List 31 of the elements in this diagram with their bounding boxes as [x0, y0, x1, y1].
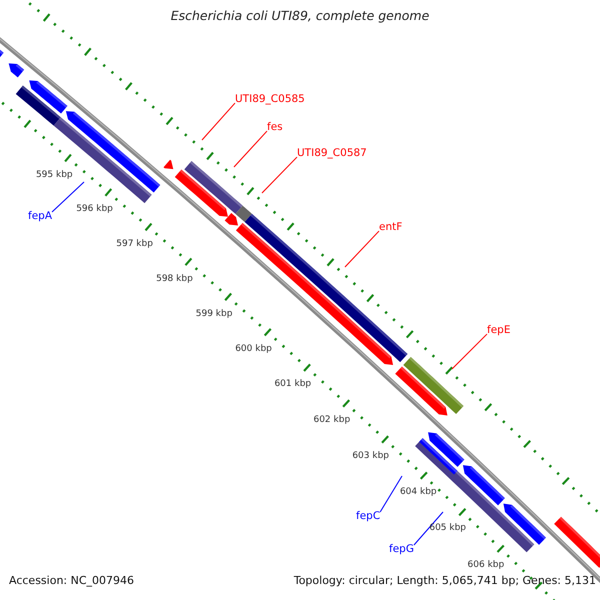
position-label: 597 kbp: [115, 239, 154, 250]
gene-label: fepC: [356, 510, 380, 522]
position-label: 604 kbp: [398, 487, 438, 498]
leader-line: [262, 156, 298, 194]
leader-line: [234, 130, 268, 168]
position-label: 600 kbp: [234, 344, 273, 354]
gene-label: entF: [379, 221, 402, 234]
position-label: 603 kbp: [351, 450, 390, 462]
accession-note: Accession: NC_007946: [9, 575, 134, 588]
gene-label: UTI89_C0585: [235, 93, 305, 106]
gene-label: fepE: [487, 324, 510, 336]
genome-stats-note: Topology: circular; Length: 5,065,741 bp; Genes: 5,131: [294, 575, 596, 588]
position-label: 601 kbp: [273, 379, 312, 390]
position-label: 598 kbp: [155, 274, 194, 284]
diagram-title: Escherichia coli UTI89, complete genome: [170, 9, 430, 24]
position-label: 599 kbp: [194, 308, 234, 320]
leader-line: [413, 512, 444, 546]
leader-line: [344, 230, 380, 268]
gene-label: fes: [267, 121, 283, 134]
position-label: 606 kbp: [466, 560, 506, 570]
position-label: 602 kbp: [312, 415, 352, 426]
position-label: 605 kbp: [428, 523, 468, 534]
gene-label: fepA: [28, 210, 52, 222]
position-label: 596 kbp: [75, 204, 114, 215]
leader-line: [202, 102, 236, 140]
position-label: 595 kbp: [34, 170, 74, 181]
leader-line: [452, 334, 488, 370]
gene-label: UTI89_C0587: [297, 147, 367, 160]
gene-label: fepG: [389, 543, 414, 556]
leader-line: [380, 476, 402, 512]
leader-line: [52, 182, 84, 212]
